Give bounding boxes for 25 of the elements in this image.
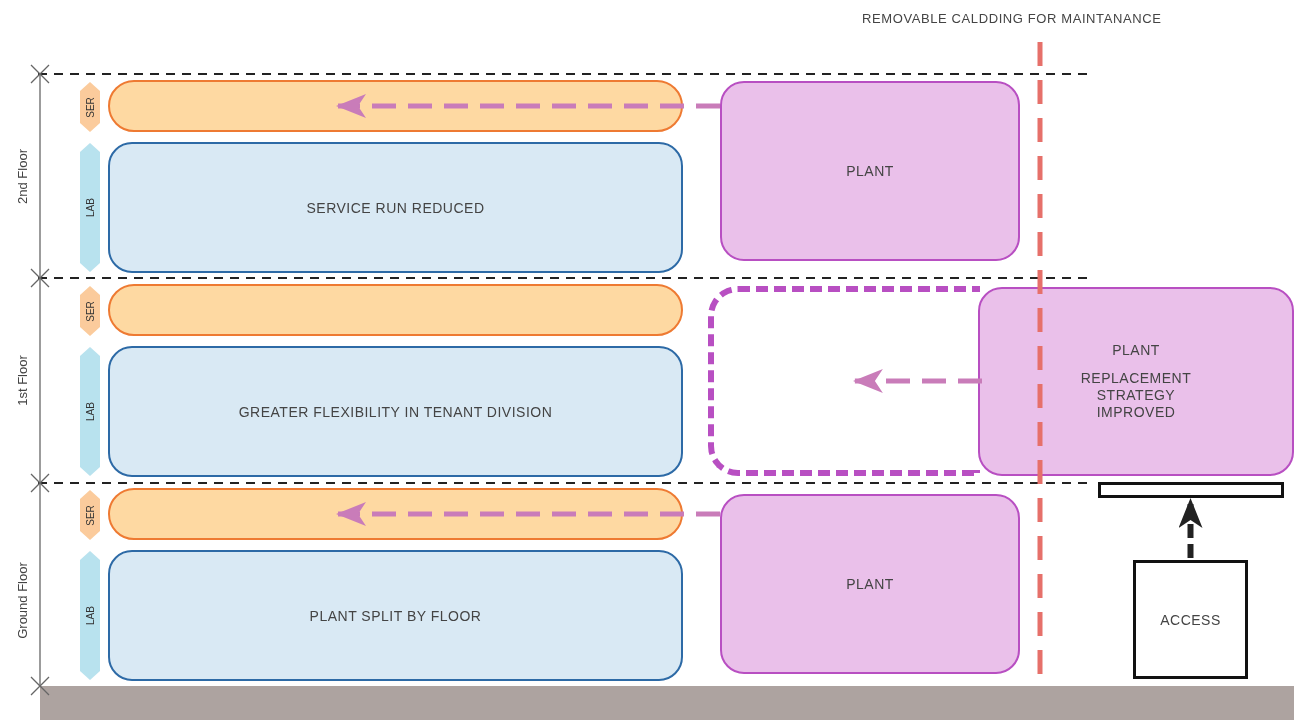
service-bar bbox=[108, 80, 683, 132]
plant-box: PLANT bbox=[720, 494, 1020, 674]
lab-box: SERVICE RUN REDUCED bbox=[108, 142, 683, 273]
floor-label: 2nd Floor bbox=[14, 148, 30, 204]
plant-box: PLANT REPLACEMENT STRATEGY IMPROVED bbox=[978, 287, 1294, 476]
cladding-note: REMOVABLE CALDDING FOR MAINTANANCE bbox=[862, 11, 1162, 26]
lab-box: GREATER FLEXIBILITY IN TENANT DIVISION bbox=[108, 346, 683, 477]
lab-box: PLANT SPLIT BY FLOOR bbox=[108, 550, 683, 681]
arrow bbox=[336, 94, 720, 118]
lab-tag: LAB bbox=[80, 551, 100, 680]
service-tag: SER bbox=[80, 286, 100, 336]
arrow bbox=[1178, 498, 1203, 558]
service-tag: SER bbox=[80, 82, 100, 132]
service-bar bbox=[108, 284, 683, 336]
plant-box: PLANT bbox=[720, 81, 1020, 261]
arrow bbox=[852, 369, 982, 393]
lab-tag: LAB bbox=[80, 143, 100, 272]
service-tag: SER bbox=[80, 490, 100, 540]
platform-bar bbox=[1098, 482, 1284, 498]
arrow bbox=[336, 502, 720, 526]
lab-tag: LAB bbox=[80, 347, 100, 476]
access-box: ACCESS bbox=[1133, 560, 1248, 679]
floor-label: Ground Floor bbox=[14, 561, 30, 639]
service-bar bbox=[108, 488, 683, 540]
floor-label: 1st Floor bbox=[14, 354, 30, 406]
